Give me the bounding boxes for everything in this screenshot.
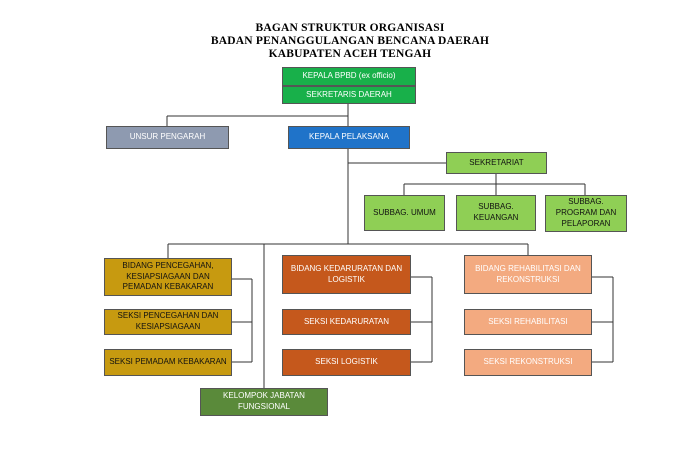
bidang-pencegahan-box: BIDANG PENCEGAHAN, KESIAPSIAGAAN DAN PEM… — [104, 258, 232, 296]
chart-title-line-1: BAGAN STRUKTUR ORGANISASI — [255, 22, 445, 34]
seksi-kedaruratan-box: SEKSI KEDARURATAN — [282, 309, 411, 335]
kepala-pelaksana-box: KEPALA PELAKSANA — [288, 126, 410, 149]
seksi-pencegahan-box: SEKSI PENCEGAHAN DAN KESIAPSIAGAAN — [104, 309, 232, 335]
kepala-bpbd-box: KEPALA BPBD (ex officio) — [282, 67, 416, 86]
bidang-kedaruratan-box: BIDANG KEDARURATAN DAN LOGISTIK — [282, 255, 411, 294]
seksi-rekonstruksi-box: SEKSI REKONSTRUKSI — [464, 349, 592, 376]
bidang-rehabilitasi-box: BIDANG REHABILITASI DAN REKONSTRUKSI — [464, 255, 592, 294]
sekretariat-box: SEKRETARIAT — [446, 152, 547, 174]
unsur-pengarah-box: UNSUR PENGARAH — [106, 126, 229, 149]
seksi-pemadam-box: SEKSI PEMADAM KEBAKARAN — [104, 349, 232, 376]
seksi-rehabilitasi-box: SEKSI REHABILITASI — [464, 309, 592, 335]
subbag-umum-box: SUBBAG. UMUM — [364, 195, 445, 231]
seksi-logistik-box: SEKSI LOGISTIK — [282, 349, 411, 376]
subbag-keuangan-box: SUBBAG. KEUANGAN — [456, 195, 536, 231]
kelompok-jabatan-box: KELOMPOK JABATAN FUNGSIONAL — [200, 388, 328, 416]
chart-title-line-2: BADAN PENANGGULANGAN BENCANA DAERAH — [210, 35, 490, 47]
sekretaris-daerah-box: SEKRETARIS DAERAH — [282, 86, 416, 104]
subbag-program-box: SUBBAG. PROGRAM DAN PELAPORAN — [545, 195, 627, 232]
chart-title-line-3: KABUPATEN ACEH TENGAH — [268, 48, 432, 60]
